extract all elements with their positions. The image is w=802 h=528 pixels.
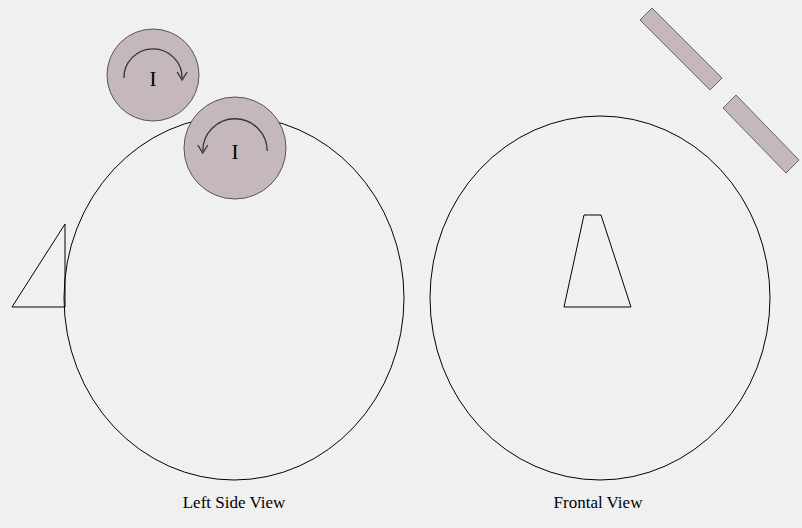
current-arrowhead <box>177 72 187 80</box>
nose-side <box>12 224 65 307</box>
current-symbol: I <box>150 61 157 90</box>
head-outline-front <box>430 116 770 480</box>
coil-bar <box>640 8 722 90</box>
coil-bar <box>723 95 799 173</box>
current-arrowhead <box>198 145 208 153</box>
coil-disc <box>107 29 199 121</box>
view-caption: Frontal View <box>554 493 643 513</box>
current-symbol: I <box>232 134 239 163</box>
coil-circle: I <box>183 96 287 200</box>
nose-front <box>564 215 631 307</box>
coil-circle: I <box>106 28 200 122</box>
coil-disc <box>184 97 286 199</box>
view-caption: Left Side View <box>183 493 286 513</box>
